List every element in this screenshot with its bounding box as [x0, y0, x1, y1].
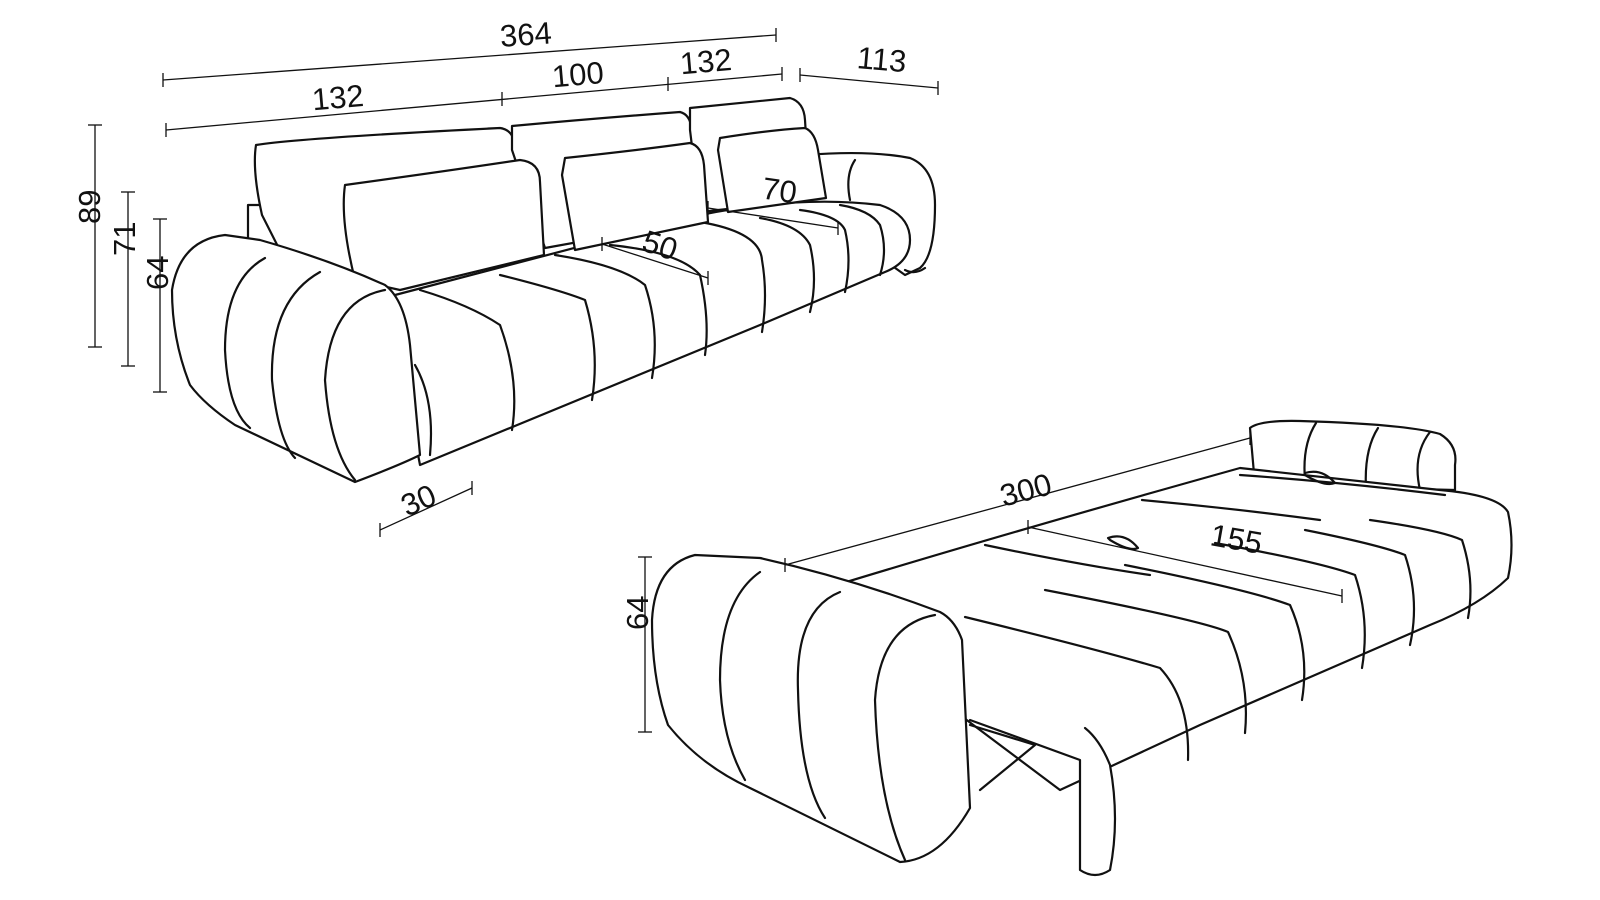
- dim-total-width: 364: [499, 15, 553, 54]
- dim-section-middle: 100: [551, 55, 606, 94]
- dim-height-total: 89: [72, 190, 107, 224]
- bed-drawing: [650, 419, 1513, 877]
- dim-bed-length: 300: [996, 466, 1055, 513]
- dim-depth: 113: [856, 40, 908, 79]
- dim-section-left: 132: [311, 78, 366, 117]
- dim-section-right: 132: [679, 42, 734, 81]
- sofa-dimension-lines: [88, 28, 939, 537]
- sofa-dimension-labels: 364 132 100 132 113 89 71 64 30 50 70: [72, 15, 908, 523]
- dim-bed-height: 64: [620, 596, 655, 630]
- dim-height-back: 71: [107, 222, 142, 256]
- dim-height-arm: 64: [140, 256, 175, 290]
- dim-arm-width: 30: [396, 477, 442, 523]
- sofa-drawing: [170, 96, 937, 484]
- bed-dimension-lines: [638, 431, 1343, 733]
- dim-cushion-depth: 70: [760, 171, 799, 210]
